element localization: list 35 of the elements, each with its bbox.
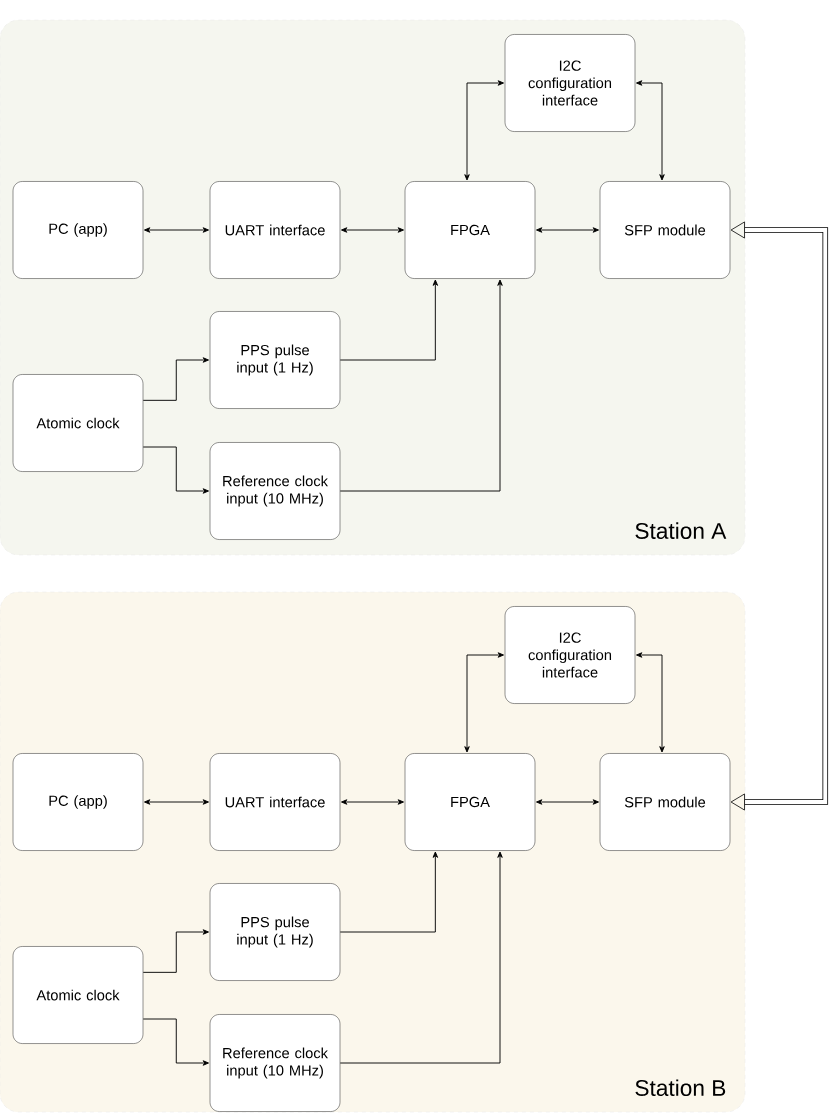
process-box: SFP module bbox=[599, 753, 731, 851]
arrow bbox=[144, 227, 209, 233]
arrow bbox=[536, 799, 599, 805]
arrow bbox=[536, 227, 599, 233]
process-box: SFP module bbox=[599, 181, 731, 279]
arrow bbox=[341, 227, 404, 233]
arrow bbox=[142, 446, 209, 494]
process-box: UART interface bbox=[209, 753, 341, 851]
process-box: Reference clock input (10 MHz) bbox=[209, 442, 341, 540]
process-box: UART interface bbox=[209, 181, 341, 279]
process-box: Reference clock input (10 MHz) bbox=[209, 1014, 341, 1112]
arrow bbox=[636, 652, 665, 753]
arrow bbox=[339, 279, 439, 361]
process-box: I2C configuration interface bbox=[504, 34, 636, 132]
arrow bbox=[464, 80, 504, 181]
arrow bbox=[142, 1018, 209, 1066]
arrow bbox=[730, 221, 829, 811]
process-box: I2C configuration interface bbox=[504, 606, 636, 704]
process-box: FPGA bbox=[404, 181, 536, 279]
arrow bbox=[339, 851, 439, 933]
process-box: PPS pulse input (1 Hz) bbox=[209, 311, 341, 409]
arrow bbox=[142, 929, 209, 973]
process-box: FPGA bbox=[404, 753, 536, 851]
process-box: PPS pulse input (1 Hz) bbox=[209, 883, 341, 981]
arrow bbox=[339, 851, 503, 1064]
arrow bbox=[142, 357, 209, 401]
process-box: PC (app) bbox=[12, 181, 144, 279]
process-box: Atomic clock bbox=[12, 946, 144, 1044]
arrow bbox=[339, 279, 503, 492]
process-box: Atomic clock bbox=[12, 374, 144, 472]
arrow bbox=[636, 80, 665, 181]
process-box: PC (app) bbox=[12, 753, 144, 851]
arrow bbox=[144, 799, 209, 805]
arrow bbox=[464, 652, 504, 753]
arrow bbox=[341, 799, 404, 805]
